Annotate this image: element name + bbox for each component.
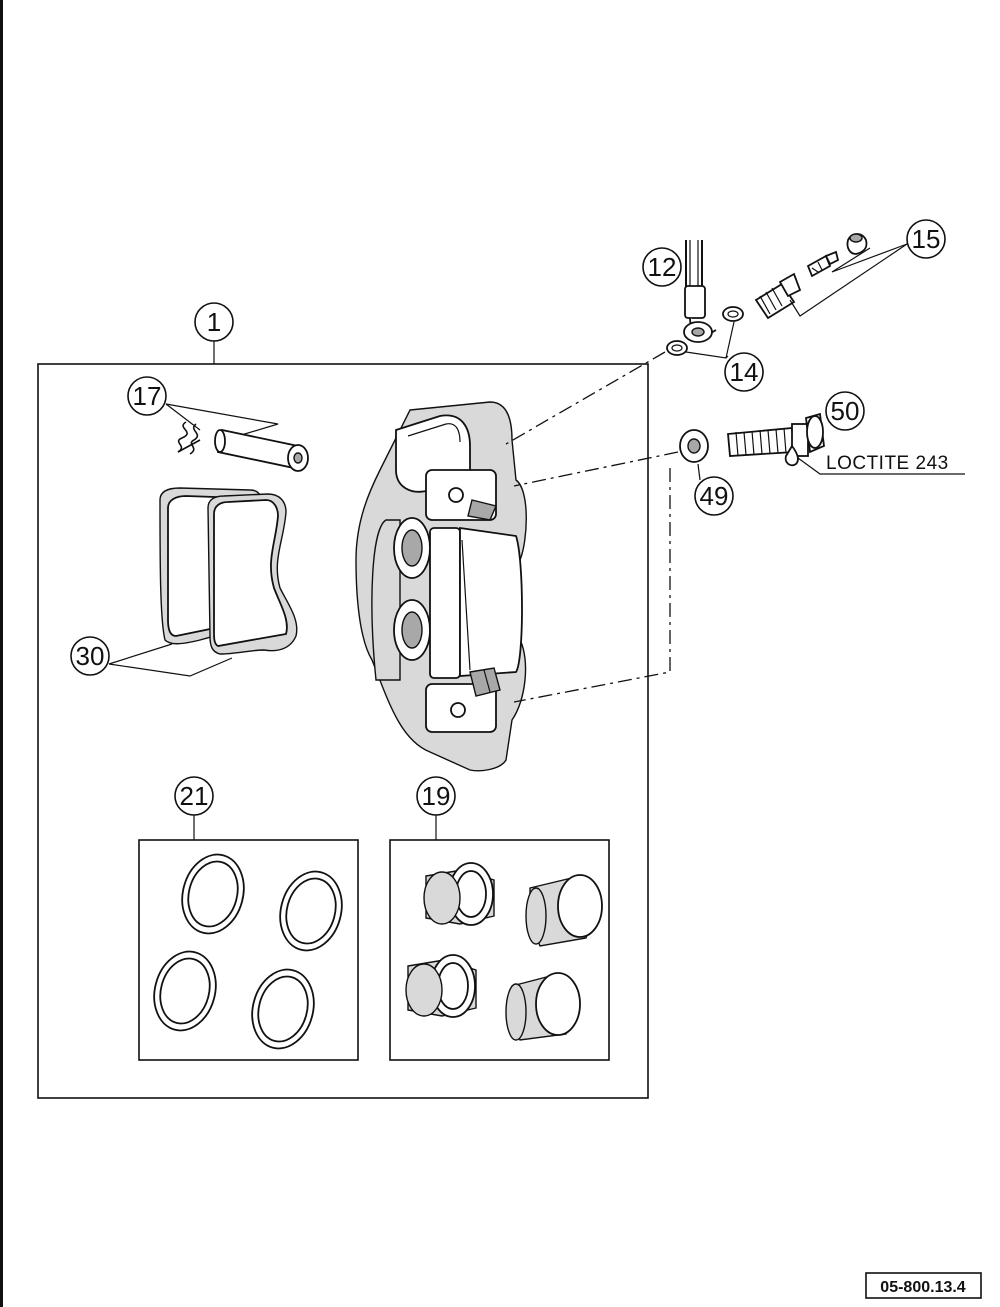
leader-15 xyxy=(831,243,908,273)
callout-14-label: 14 xyxy=(730,357,759,387)
page-code: 05-800.13.4 xyxy=(880,1279,966,1296)
callout-12[interactable]: 12 xyxy=(642,247,682,287)
bolt-50-icon xyxy=(727,412,825,457)
washer-49-icon xyxy=(679,429,709,463)
assembly-frame xyxy=(37,363,649,1099)
piston-kit-frame xyxy=(389,839,610,1061)
bleeder-icon xyxy=(754,233,868,320)
page-code-box: 05-800.13.4 xyxy=(865,1272,982,1299)
seal-kit-frame xyxy=(138,839,359,1061)
leader-49 xyxy=(697,463,701,481)
callout-49[interactable]: 49 xyxy=(694,476,734,516)
pin-icon xyxy=(214,428,309,472)
callout-15-label: 15 xyxy=(912,224,941,254)
callout-30-label: 30 xyxy=(76,641,105,671)
callout-21-label: 21 xyxy=(180,781,209,811)
leader-15b xyxy=(789,243,908,317)
loctite-note: LOCTITE 243 xyxy=(826,453,949,474)
brake-line-icon xyxy=(683,240,717,343)
washer-14b-icon xyxy=(722,306,744,322)
callout-17-label: 17 xyxy=(133,381,162,411)
callout-12-label: 12 xyxy=(648,252,677,282)
callout-15[interactable]: 15 xyxy=(906,219,946,259)
callout-50[interactable]: 50 xyxy=(825,391,865,431)
leader-30b xyxy=(108,643,173,665)
assembly-line-bolt-bottom xyxy=(513,468,671,703)
callout-1[interactable]: 1 xyxy=(194,302,234,342)
assembly-line-bolt-top xyxy=(513,451,679,487)
callout-14[interactable]: 14 xyxy=(724,352,764,392)
caliper-icon xyxy=(355,401,527,772)
pistons-icon xyxy=(405,862,603,1041)
assembly-line-brake xyxy=(505,351,666,445)
leader-loctite xyxy=(797,457,965,475)
leader-30 xyxy=(108,657,233,677)
callout-30[interactable]: 30 xyxy=(70,636,110,676)
callout-19-label: 19 xyxy=(422,781,451,811)
callout-49-label: 49 xyxy=(700,481,729,511)
callout-19[interactable]: 19 xyxy=(416,776,456,816)
callout-21[interactable]: 21 xyxy=(174,776,214,816)
callout-1-label: 1 xyxy=(207,307,221,337)
callout-50-label: 50 xyxy=(831,396,860,426)
leader-17 xyxy=(165,403,279,437)
pads-icon xyxy=(159,487,298,655)
seal-rings-icon xyxy=(153,853,343,1050)
leader-14b xyxy=(725,355,729,359)
washer-14a-icon xyxy=(666,340,688,356)
loctite-drop-icon xyxy=(784,444,799,467)
callout-17[interactable]: 17 xyxy=(127,376,167,416)
clip-icon xyxy=(177,421,201,455)
